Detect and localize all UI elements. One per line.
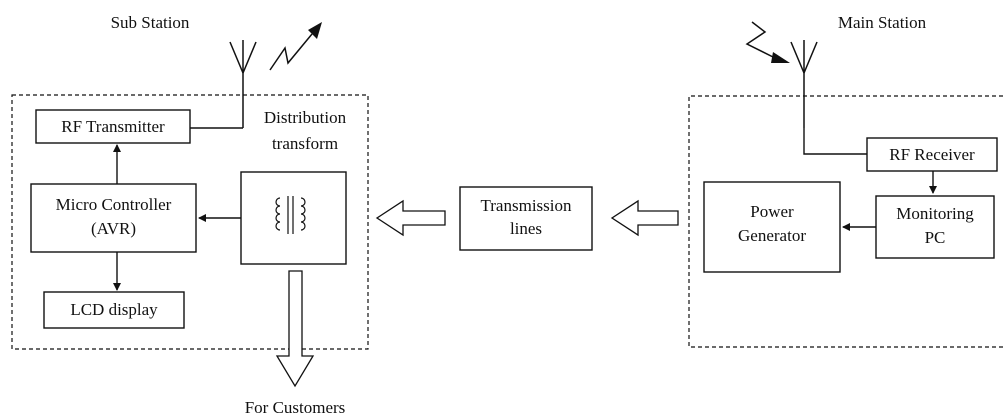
- micro-controller-label-line1: Micro Controller: [55, 195, 172, 214]
- main-station-title: Main Station: [837, 13, 927, 32]
- rf-receiver-box: [866, 137, 998, 172]
- power-generator-label-line2: Generator: [738, 226, 806, 245]
- transmission-label-line1: Transmission: [480, 196, 572, 215]
- transformer-coil-icon: [275, 196, 306, 234]
- for-customers-label: For Customers: [244, 398, 346, 417]
- sub-station-antenna-icon: [229, 40, 257, 128]
- distribution-label-line2: transform: [271, 134, 339, 153]
- hollow-arrow-to-transmission: [610, 199, 679, 237]
- sub-station-boundary: [11, 94, 369, 350]
- monitoring-pc-label-line2: PC: [924, 228, 946, 247]
- transmission-lines-box: [459, 186, 593, 251]
- rf-transmitter-label: RF Transmitter: [61, 117, 165, 136]
- transmission-label-line2: lines: [509, 219, 543, 238]
- outgoing-signal-icon: [269, 22, 322, 71]
- power-generator-label-line1: Power: [750, 202, 794, 221]
- distribution-label-line1: Distribution: [263, 108, 347, 127]
- micro-controller-box: [30, 183, 197, 253]
- rf-transmitter-box: [35, 109, 191, 144]
- rf-receiver-label: RF Receiver: [889, 145, 975, 164]
- main-station-antenna-icon: [790, 40, 818, 128]
- incoming-signal-icon: [745, 21, 790, 63]
- micro-controller-label-line2: (AVR): [90, 219, 137, 238]
- monitoring-pc-box: [875, 195, 995, 259]
- sub-station-title: Sub Station: [110, 13, 190, 32]
- lcd-display-box: [43, 291, 185, 329]
- power-generator-box: [703, 181, 841, 273]
- hollow-arrow-to-sub-station: [375, 199, 446, 237]
- lcd-display-label: LCD display: [70, 300, 158, 319]
- monitoring-pc-label-line1: Monitoring: [896, 204, 974, 223]
- for-customers-hollow-arrow: [275, 270, 315, 388]
- main-station-boundary: [688, 95, 1003, 348]
